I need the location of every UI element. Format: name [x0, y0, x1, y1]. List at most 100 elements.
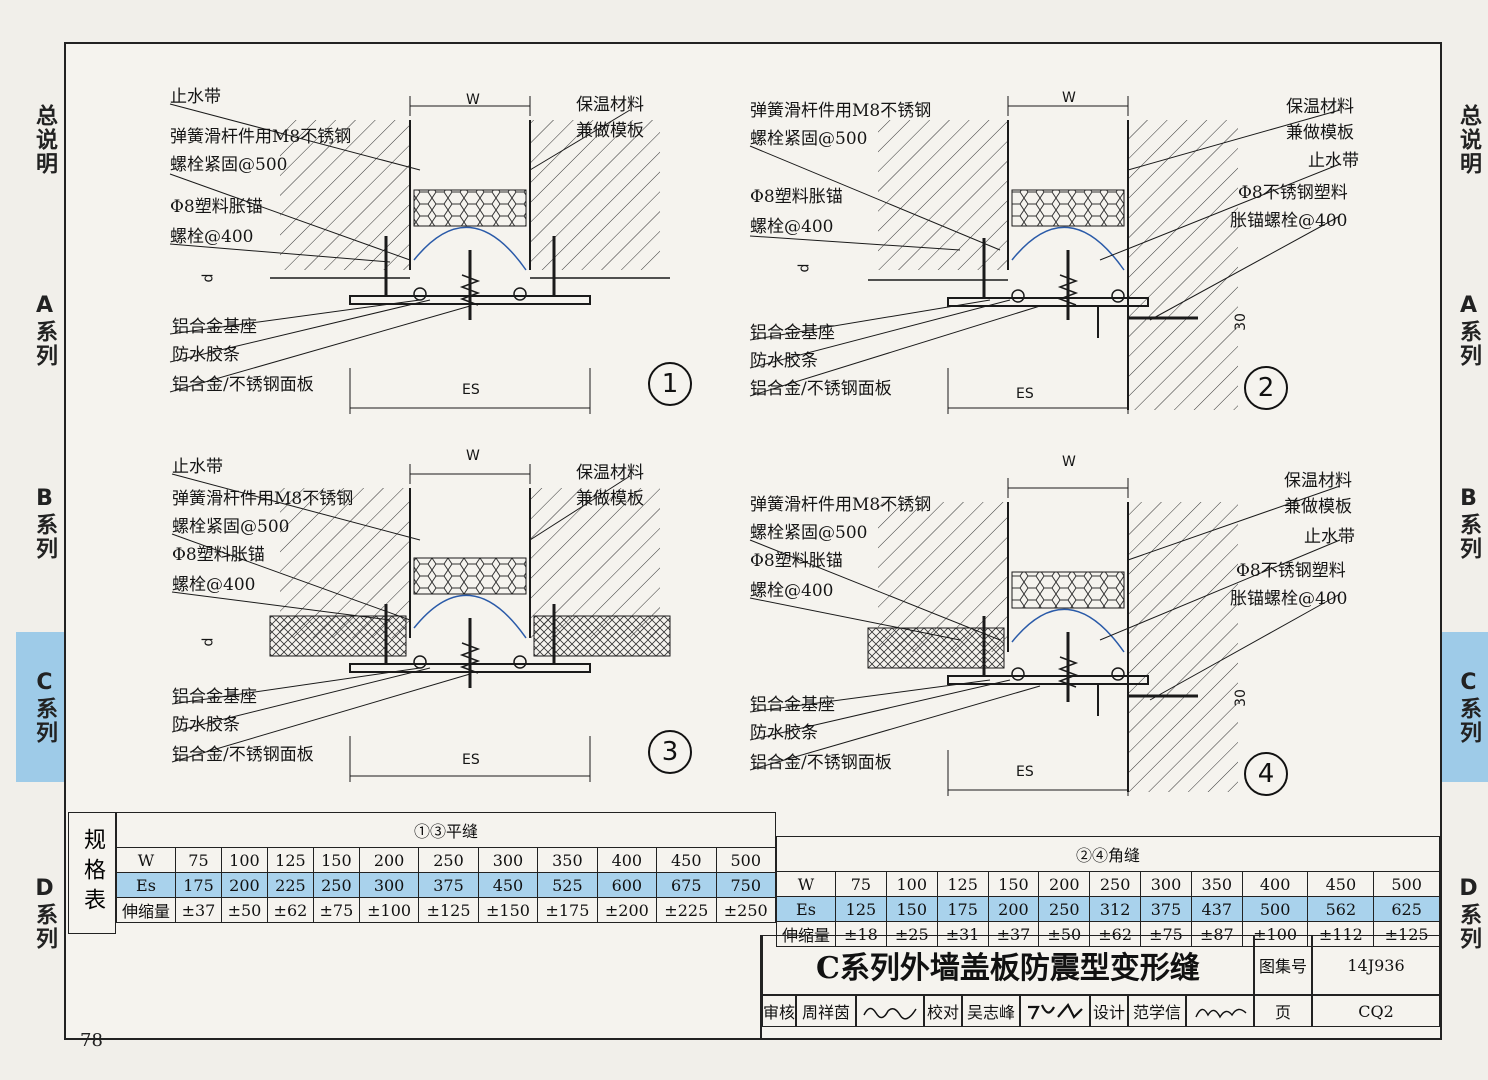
callout-leader: [749, 679, 1011, 741]
flat-joint-row: 伸缩量±37±50±62±75±100±125±150±175±200±225±…: [116, 897, 776, 923]
left-tab-label: 总说明: [32, 104, 57, 176]
flat-joint-cell: 450: [656, 847, 717, 873]
reviewer-name: 周祥茵: [796, 995, 856, 1027]
detail-4-callout-bottom-2: 铝合金/不锈钢面板: [750, 753, 892, 773]
corner-joint-row-label: Es: [776, 896, 836, 922]
detail-2-callout-bottom-2: 铝合金/不锈钢面板: [750, 379, 892, 399]
callout-leader: [169, 243, 391, 263]
detail-1-callout-left-1: 弹簧滑杆件用M8不锈钢: [170, 127, 352, 147]
left-tab-4[interactable]: D系列: [16, 868, 72, 958]
corner-joint-row: 伸缩量±18±25±31±37±50±62±75±87±100±112±125: [776, 921, 1440, 947]
left-tab-0[interactable]: 总说明: [16, 95, 72, 185]
insulation-board: [1011, 571, 1125, 609]
detail-4-callout-bottom-0: 铝合金基座: [750, 695, 835, 715]
flat-joint-cell: 525: [537, 872, 598, 898]
corner-joint-cell: 437: [1190, 896, 1243, 922]
corner-joint-cell: 100: [885, 871, 938, 897]
detail-2-callout-right-0: 保温材料: [1286, 97, 1354, 117]
detail-4-callout-left-3: 螺栓@400: [750, 581, 834, 601]
left-tab-label: C系列: [32, 669, 57, 745]
corner-joint-cell: 200: [1038, 871, 1091, 897]
flat-joint-cell: ±62: [266, 897, 314, 923]
flat-joint-cell: 200: [220, 872, 268, 898]
right-tab-2[interactable]: B系列: [1440, 478, 1488, 568]
rubber-seal-left: [413, 655, 427, 669]
detail-1-callout-right-0: 保温材料: [576, 95, 644, 115]
waterstop-band: [1011, 226, 1125, 271]
left-tab-2[interactable]: B系列: [16, 478, 72, 568]
detail-2-number: 2: [1244, 366, 1288, 410]
right-tab-1[interactable]: A系列: [1440, 285, 1488, 375]
page-code: CQ2: [1312, 995, 1440, 1027]
right-wall-mass: [1128, 502, 1238, 792]
left-wall-mass: [878, 502, 1008, 652]
flat-joint-cell: 100: [220, 847, 268, 873]
flat-joint-cell: ±100: [358, 897, 420, 923]
left-tab-1[interactable]: A系列: [16, 285, 72, 375]
detail-2-callout-left-1: 螺栓紧固@500: [750, 129, 868, 149]
corner-joint-cell: ±112: [1307, 921, 1375, 947]
detail-1-callout-bottom-1: 防水胶条: [172, 345, 240, 365]
detail-3-callout-left-2: 螺栓紧固@500: [172, 517, 290, 537]
checker-signature: [1020, 995, 1090, 1027]
right-tab-4[interactable]: D系列: [1440, 868, 1488, 958]
flat-joint-row-label: W: [116, 847, 176, 873]
detail-3-callout-bottom-2: 铝合金/不锈钢面板: [172, 745, 314, 765]
detail-2-callout-left-3: 螺栓@400: [750, 217, 834, 237]
callout-leader: [749, 685, 1041, 771]
face-plate: [947, 297, 1149, 307]
flat-joint-cell: 300: [358, 872, 420, 898]
detail-4-callout-right-0: 保温材料: [1284, 471, 1352, 491]
insulation-board: [413, 189, 527, 227]
flat-joint-cell: ±200: [596, 897, 658, 923]
callout-leader: [171, 667, 431, 733]
detail-3-callout-left-3: Φ8塑料胀锚: [172, 545, 265, 565]
detail-2-dim-d: d: [796, 263, 813, 273]
detail-3-dim-d: d: [200, 637, 217, 647]
flat-joint-cell: 250: [312, 872, 360, 898]
left-tab-3[interactable]: C系列: [16, 632, 72, 782]
detail-1-dim-w: W: [466, 92, 480, 108]
spring-coil: [1057, 656, 1079, 688]
right-tab-3[interactable]: C系列: [1440, 632, 1488, 782]
corner-joint-cell: 562: [1307, 896, 1375, 922]
detail-3-callout-left-4: 螺栓@400: [172, 575, 256, 595]
callout-leader: [169, 173, 411, 261]
detail-4-callout-right-3: Φ8不锈钢塑料: [1236, 561, 1346, 581]
detail-3-callout-bottom-0: 铝合金基座: [172, 687, 257, 707]
detail-2-callout-bottom-0: 铝合金基座: [750, 323, 835, 343]
callout-leader: [529, 109, 631, 171]
left-tab-label: A系列: [32, 292, 57, 368]
face-plate: [349, 295, 591, 305]
corner-joint-cell: 500: [1373, 871, 1440, 897]
callout-leader: [1149, 215, 1341, 321]
right-tab-label: D系列: [1456, 875, 1481, 951]
detail-2-dim-es: ES: [1016, 386, 1034, 402]
reviewer-signature: [856, 995, 924, 1027]
insulation-board: [1011, 189, 1125, 227]
corner-joint-cell: 300: [1140, 871, 1192, 897]
flat-joint-cell: ±50: [220, 897, 268, 923]
drawing-title: C系列外墙盖板防震型变形缝: [762, 935, 1254, 995]
corner-joint-cell: ±125: [1373, 921, 1440, 947]
detail-1-dim-d: d: [200, 273, 217, 283]
detail-3-dim-w: W: [466, 448, 480, 464]
detail-1-callout-bottom-2: 铝合金/不锈钢面板: [172, 375, 314, 395]
rubber-seal-left: [413, 287, 427, 301]
flat-joint-cell: ±150: [477, 897, 539, 923]
flat-joint-cell: 750: [715, 872, 776, 898]
callout-leader: [749, 299, 991, 341]
corner-joint-cell: ±75: [1140, 921, 1192, 947]
callout-leader: [171, 533, 411, 621]
flat-joint-cell: 600: [596, 872, 658, 898]
detail-1-callout-right-1: 兼做模板: [576, 121, 644, 141]
rubber-seal-left: [1011, 289, 1025, 303]
callout-leader: [1149, 593, 1341, 701]
page-number: 78: [80, 1030, 103, 1051]
flat-joint-cell: 125: [266, 847, 314, 873]
right-tab-0[interactable]: 总说明: [1440, 95, 1488, 185]
